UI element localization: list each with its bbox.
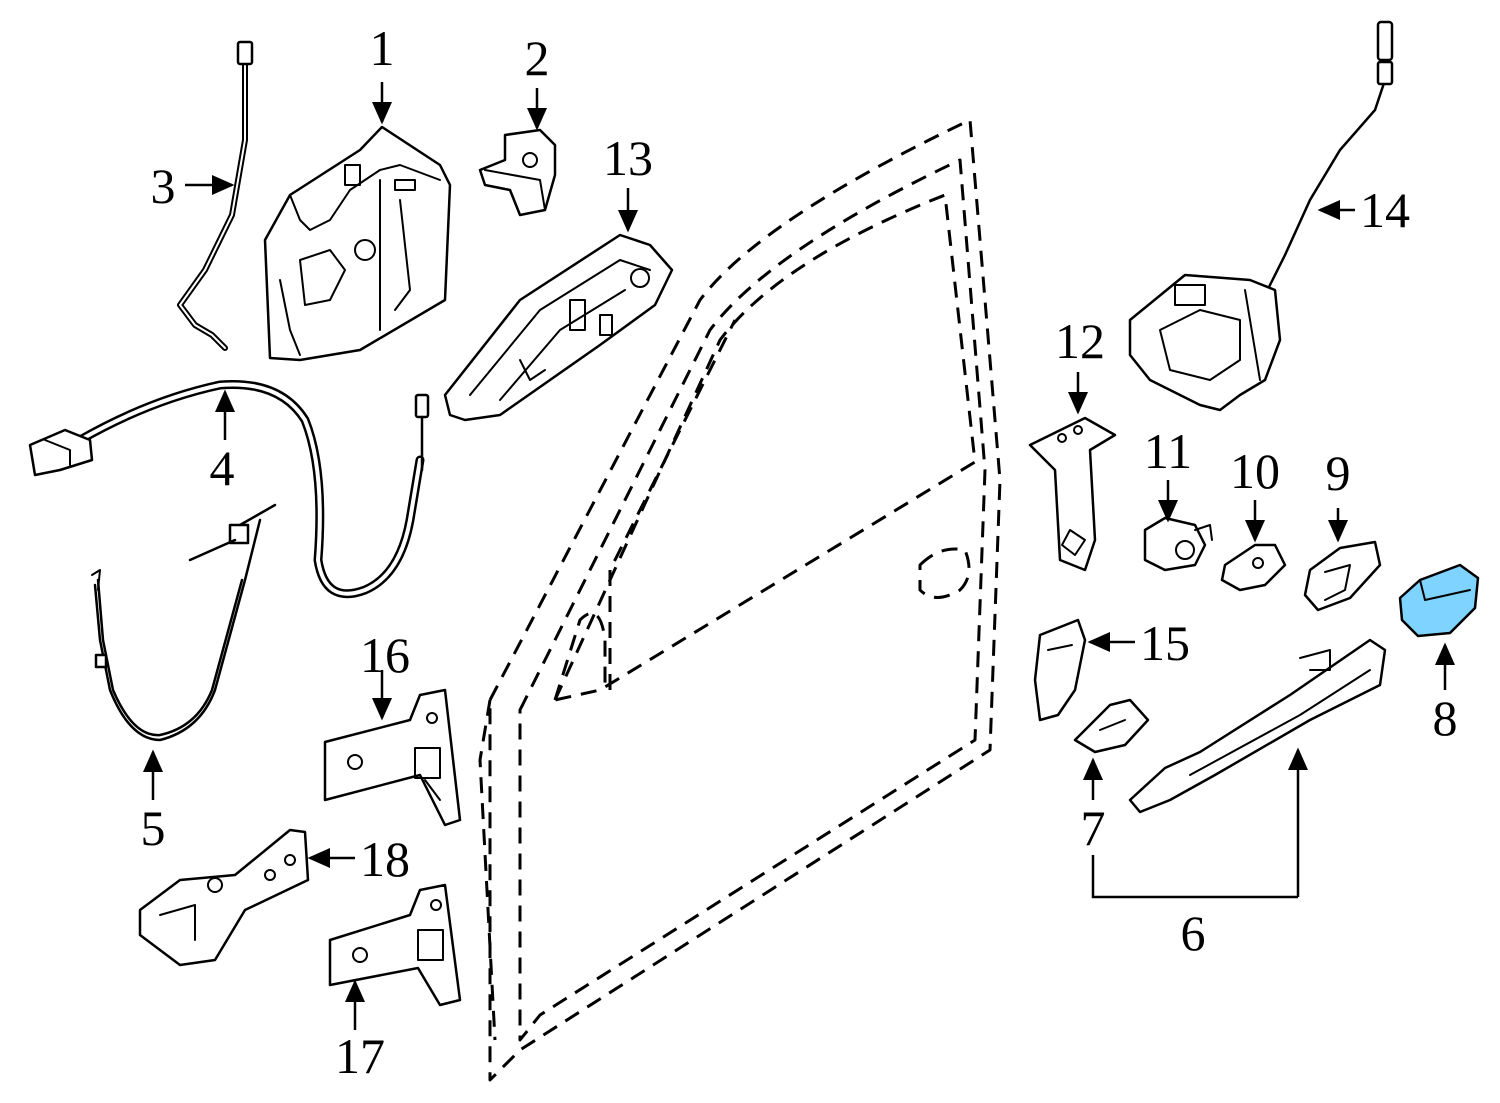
part-12-reinforcement-bracket[interactable]: [1028, 416, 1117, 572]
callout-16: 16: [360, 627, 410, 683]
part-18-door-check-strap[interactable]: [138, 828, 310, 967]
callout-2: 2: [525, 30, 550, 86]
callout-3: 3: [151, 158, 176, 214]
callout-14: 14: [1360, 182, 1410, 238]
part-14-lock-module[interactable]: [1128, 20, 1394, 412]
callout-9: 9: [1326, 445, 1351, 501]
part-8-fill: [1398, 563, 1480, 638]
callout-leaders: [143, 82, 1455, 1030]
callout-5: 5: [141, 800, 166, 856]
part-13-handle-carrier[interactable]: [443, 233, 674, 422]
callout-12: 12: [1055, 313, 1105, 369]
part-3-lock-rod[interactable]: [177, 40, 254, 351]
part-15-seal-bracket[interactable]: [1033, 618, 1087, 722]
part-9-handle-cap[interactable]: [1303, 540, 1382, 612]
callout-10: 10: [1230, 443, 1280, 499]
part-5-outside-handle-cable[interactable]: [91, 503, 277, 742]
callout-8: 8: [1433, 690, 1458, 746]
door-outline: [478, 118, 1002, 1082]
callout-11: 11: [1144, 423, 1192, 479]
part-17-lower-hinge[interactable]: [328, 883, 462, 1007]
part-1-door-latch[interactable]: [263, 125, 452, 362]
part-10-retaining-clip[interactable]: [1220, 543, 1287, 592]
callout-6: 6: [1181, 905, 1206, 961]
part-8-lock-cover-highlighted[interactable]: [1398, 563, 1480, 638]
callout-7: 7: [1081, 800, 1106, 856]
callout-18: 18: [360, 831, 410, 887]
part-6-outside-door-handle[interactable]: [1128, 638, 1387, 814]
callout-13: 13: [603, 130, 653, 186]
part-16-upper-hinge[interactable]: [323, 688, 462, 827]
part-2-striker[interactable]: [478, 128, 557, 217]
callout-1: 1: [370, 20, 395, 76]
callout-labels: 1 2 3 4 5 6 7 8 9 10 11 12 13 14 15 16 1…: [141, 20, 1458, 1084]
part-11-lock-cylinder[interactable]: [1143, 516, 1213, 572]
part-7-gasket[interactable]: [1073, 698, 1150, 754]
callout-15: 15: [1140, 615, 1190, 671]
callout-4: 4: [210, 440, 235, 496]
callout-17: 17: [335, 1028, 385, 1084]
part-4-inside-handle-cable[interactable]: [28, 379, 430, 599]
